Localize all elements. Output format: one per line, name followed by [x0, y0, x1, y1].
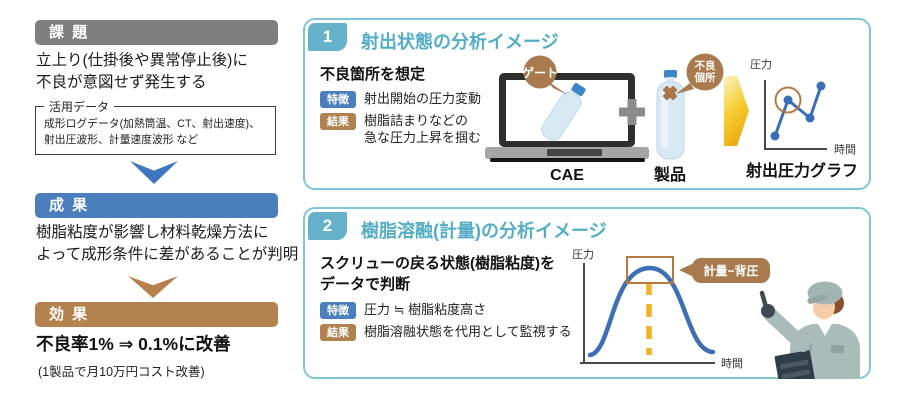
worker-collar [818, 324, 832, 336]
panel1-title: 射出状態の分析イメージ [361, 32, 559, 52]
issue-text-line2: 不良が意図せず発生する [36, 74, 207, 91]
panel1-feature-row: 特徴 射出開始の圧力変動 [320, 90, 481, 108]
utilized-data-text: 成形ログデータ(加熱筒温、CT、射出速度)、 射出圧波形、計量速度波形 など [36, 107, 275, 148]
x-axis-label: 時間 [834, 143, 856, 156]
product-label: 製品 [653, 165, 686, 184]
result-text: 樹脂詰まりなどの 急な圧力上昇を掴む [364, 112, 481, 146]
result-badge: 結果 [320, 113, 356, 130]
product-bottle-illustration [656, 70, 685, 160]
result-text-line1: 樹脂詰まりなどの [364, 113, 469, 128]
panel2-result-row: 結果 樹脂溶融状態を代用として監視する [320, 323, 572, 341]
result-text-line1: 樹脂粘度が影響し材料乾燥方法に [36, 224, 269, 241]
result-header-bar: 成 果 [35, 193, 278, 218]
defect-speech-bubble: 不良 個所 [676, 53, 724, 94]
gate-bubble-text: ゲート [522, 65, 558, 80]
panel2-subtitle: スクリューの戻る状態(樹脂粘度)を データで判断 [320, 253, 555, 295]
panel2-number-badge: 2 [308, 212, 347, 240]
clipboard [774, 350, 816, 379]
peak-highlight-box [626, 256, 674, 284]
issue-text: 立上り(仕掛後や異常停止後)に 不良が意図せず発生する [36, 50, 248, 94]
down-arrow-icon [130, 161, 178, 184]
bell-curve [587, 265, 716, 358]
result-text-line2: 急な圧力上昇を掴む [364, 130, 482, 145]
panel-melting-analysis: 2 樹脂溶融(計量)の分析イメージ スクリューの戻る状態(樹脂粘度)を データで… [303, 207, 871, 379]
result-text-line2: よって成形条件に差があることが判明 [36, 246, 299, 263]
panel1-illustration: ゲート CAE [485, 53, 858, 184]
plus-icon [619, 99, 645, 125]
result-badge: 結果 [320, 324, 356, 341]
worker-illustration [759, 281, 860, 379]
issue-header-bar: 課 題 [35, 20, 278, 45]
graph-line [773, 85, 823, 137]
utilized-data-line1: 成形ログデータ(加熱筒温、CT、射出速度)、 [44, 118, 260, 130]
graph-caption: 射出圧力グラフ [745, 161, 858, 180]
effect-header-bar: 効 果 [35, 302, 278, 327]
defect-x-icon [662, 85, 678, 101]
pointing-finger [759, 290, 769, 310]
y-axis-label: 圧力 [572, 248, 594, 261]
metering-pressure-graph: 圧力 時間 [572, 248, 743, 370]
panel1-subtitle: 不良箇所を想定 [320, 66, 426, 83]
metering-backpressure-bubble: 計量−背圧 [679, 258, 770, 283]
utilized-data-box: 活用データ 成形ログデータ(加熱筒温、CT、射出速度)、 射出圧波形、計量速度波… [35, 98, 276, 155]
left-flow-column: 課 題 立上り(仕掛後や異常停止後)に 不良が意図せず発生する 活用データ 成形… [35, 20, 298, 382]
utilized-data-label: 活用データ [44, 98, 115, 115]
bubble-text: 計量−背圧 [703, 263, 758, 278]
effect-note: (1製品で月10万円コスト改善) [38, 365, 205, 379]
panel1-result-row: 結果 樹脂詰まりなどの 急な圧力上昇を掴む [320, 112, 481, 146]
bottle-on-screen [541, 82, 586, 141]
panel2-feature-row: 特徴 圧力 ≒ 樹脂粘度高さ [320, 301, 486, 319]
defect-bubble-line1: 不良 [695, 59, 716, 72]
laptop-illustration [485, 73, 649, 162]
panel1-number-badge: 1 [308, 23, 347, 51]
result-text: 樹脂粘度が影響し材料乾燥方法に よって成形条件に差があることが判明 [36, 222, 298, 266]
panel2-illustration: 圧力 時間 計量−背圧 [572, 248, 860, 379]
feature-badge: 特徴 [320, 91, 356, 108]
issue-text-line1: 立上り(仕掛後や異常停止後)に [36, 52, 248, 69]
feature-badge: 特徴 [320, 302, 356, 319]
panel2-title: 樹脂溶融(計量)の分析イメージ [361, 221, 607, 241]
down-arrow-icon [128, 276, 178, 298]
result-text: 樹脂溶融状態を代用として監視する [364, 324, 572, 339]
panel2-subtitle-line2: データで判断 [320, 276, 411, 293]
panel2-subtitle-line1: スクリューの戻る状態(樹脂粘度)を [320, 255, 555, 272]
x-axis-label: 時間 [721, 357, 743, 370]
highlight-circle [774, 86, 802, 114]
panel-injection-analysis: 1 射出状態の分析イメージ 不良箇所を想定 特徴 射出開始の圧力変動 結果 樹脂… [303, 18, 871, 190]
defect-bubble-line2: 個所 [694, 71, 716, 84]
graph-axes [764, 80, 827, 150]
y-axis-label: 圧力 [750, 58, 772, 71]
injection-pressure-graph: 圧力 時間 射出圧力グラフ [745, 58, 858, 180]
feature-text: 圧力 ≒ 樹脂粘度高さ [364, 302, 487, 317]
utilized-data-line2: 射出圧波形、計量速度波形 など [44, 133, 199, 146]
cap-brim [807, 294, 827, 304]
flow-arrow-icon [724, 76, 749, 146]
feature-text: 射出開始の圧力変動 [364, 91, 482, 106]
cae-label: CAE [550, 167, 584, 184]
graph-points [770, 81, 826, 141]
gate-speech-bubble: ゲート [522, 55, 568, 95]
effect-headline: 不良率1% ⇒ 0.1%に改善 [36, 334, 231, 354]
worker-arm [764, 308, 810, 352]
